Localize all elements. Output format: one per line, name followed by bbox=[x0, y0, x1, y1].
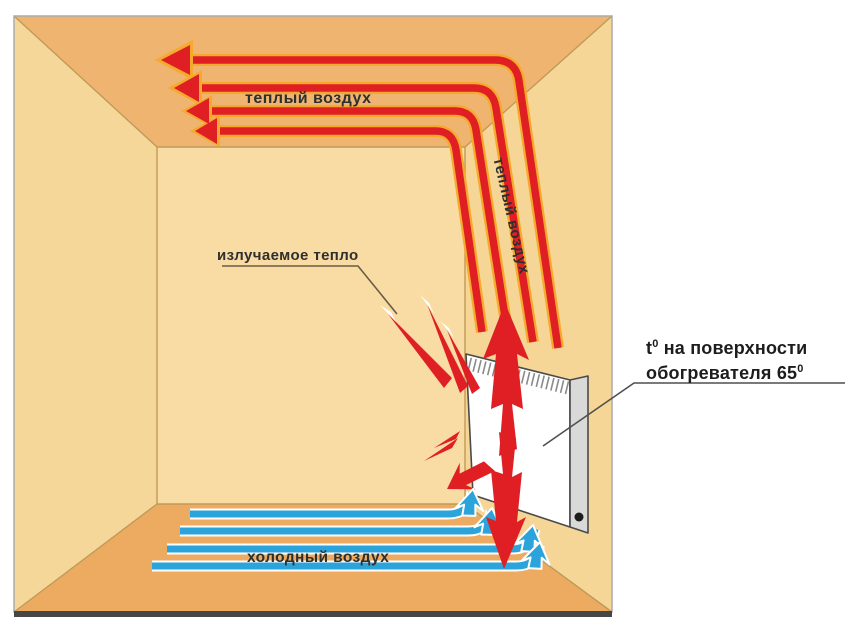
warm-air-arrowhead bbox=[195, 118, 217, 144]
temp-symbol-sup: 0 bbox=[652, 338, 659, 350]
surface-temp-annotation: t0 на поверхности обогревателя 650 bbox=[646, 334, 807, 384]
warm-air-line bbox=[186, 56, 562, 349]
temp-line2: обогревателя 65 bbox=[646, 363, 798, 383]
warm-air-arrowhead bbox=[161, 45, 190, 75]
warm-air-rising-arrow bbox=[483, 303, 529, 456]
heat-ray bbox=[424, 438, 458, 461]
radiated-heat-downleft bbox=[424, 431, 495, 490]
warm-air-ceiling-label: теплый воздух bbox=[245, 90, 372, 107]
heater-screw bbox=[574, 512, 584, 522]
heat-ray bbox=[388, 314, 452, 388]
cold-air-arrowhead bbox=[454, 488, 485, 517]
room-frame-bottom bbox=[14, 611, 612, 617]
warm-air-arrowhead bbox=[186, 98, 209, 124]
radiated-heat-label: излучаемое тепло bbox=[217, 247, 359, 264]
heat-ray bbox=[427, 304, 468, 393]
heat-ray bbox=[434, 431, 460, 448]
cold-air-arrowhead bbox=[520, 541, 551, 570]
temp-value-sup: 0 bbox=[797, 363, 804, 375]
warm-air-arrowhead bbox=[174, 74, 199, 102]
room-back-wall bbox=[157, 147, 465, 504]
temp-symbol: t bbox=[646, 338, 653, 358]
radiated-heat-downleft-arrow bbox=[447, 461, 495, 490]
temp-line1: на поверхности bbox=[658, 338, 808, 358]
warm-air-flow-lines bbox=[155, 40, 564, 349]
radiated-heat-leader-line bbox=[222, 265, 398, 315]
heat-ray bbox=[447, 330, 480, 394]
warm-air-line bbox=[214, 127, 486, 333]
heater-side-panel bbox=[569, 375, 589, 534]
radiated-heat-rays bbox=[380, 295, 480, 394]
cold-air-label: холодный воздух bbox=[247, 549, 390, 566]
radiated-heat-floor-arrow bbox=[486, 432, 526, 569]
warm-air-line bbox=[196, 84, 537, 343]
heat-ray-highlight bbox=[440, 321, 454, 338]
warm-air-line bbox=[206, 107, 512, 337]
heat-ray-highlight bbox=[420, 295, 434, 314]
surface-temp-leader-line bbox=[542, 382, 845, 447]
room-left-wall bbox=[14, 16, 157, 612]
heat-ray-highlight bbox=[380, 305, 396, 322]
